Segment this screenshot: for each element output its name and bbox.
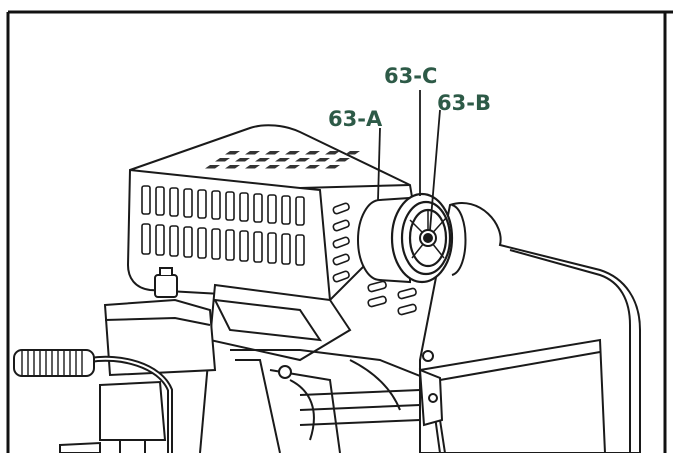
label-63c: 63-C <box>384 64 437 88</box>
frame-arm <box>419 202 641 453</box>
top-vent-grid <box>205 150 360 169</box>
label-63b: 63-B <box>437 91 491 115</box>
pressure-switch <box>59 267 217 453</box>
part-63b-bolt <box>419 229 437 247</box>
handle <box>13 349 173 453</box>
cap-flange <box>451 204 467 276</box>
side-vent-slots <box>332 202 417 316</box>
leader-lines <box>377 90 441 231</box>
front-vent-slots <box>141 185 305 266</box>
leader-63b <box>429 109 441 231</box>
leader-63a <box>377 127 381 201</box>
label-63a: 63-A <box>328 107 383 131</box>
side-bracket <box>439 419 446 453</box>
pump-assembly <box>199 283 444 453</box>
figure-frame <box>6 10 673 453</box>
